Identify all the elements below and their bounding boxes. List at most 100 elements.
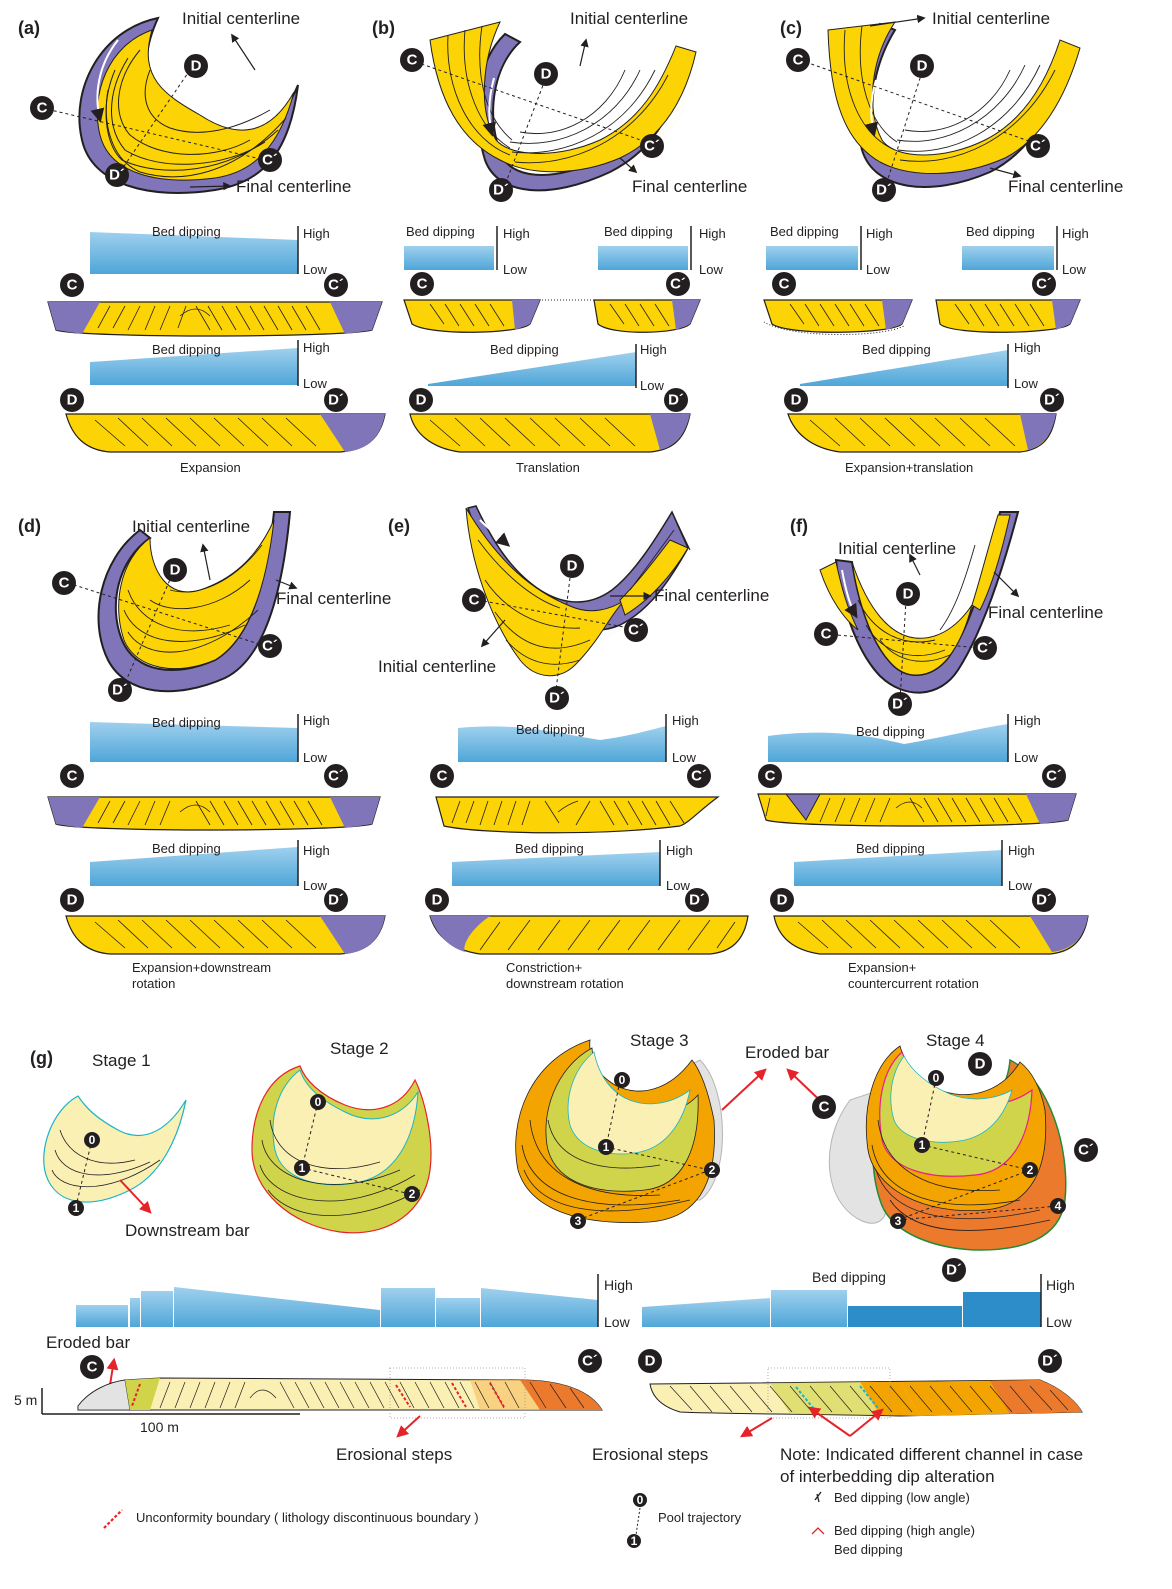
svg-text:D´: D´: [549, 690, 565, 707]
svg-text:Bed dipping: Bed dipping: [862, 342, 931, 357]
svg-text:C: C: [67, 768, 78, 785]
svg-text:0: 0: [315, 1095, 322, 1109]
svg-text:D: D: [975, 1056, 986, 1073]
svg-text:D: D: [645, 1353, 656, 1370]
svg-text:0: 0: [89, 1133, 96, 1147]
pool-point-0: 0: [84, 1132, 100, 1148]
panel-a-cs-d: D: [60, 388, 84, 412]
svg-text:High: High: [604, 1277, 633, 1293]
panel-f-caption-1: Expansion+: [848, 960, 916, 975]
panel-d-caption-1: Expansion+downstream: [132, 960, 271, 975]
svg-text:C´: C´: [644, 138, 660, 155]
svg-text:Low: Low: [303, 750, 327, 765]
panel-a-initial-label: Initial centerline: [182, 9, 300, 28]
panel-b-letter: (b): [372, 18, 395, 38]
svg-text:C´: C´: [262, 638, 278, 655]
svg-text:Bed dipping: Bed dipping: [966, 224, 1035, 239]
svg-text:High: High: [1014, 713, 1041, 728]
stage-4-bar: 0 1 2 3 4 D C C´ D´: [812, 1046, 1098, 1282]
svg-text:C´: C´: [1078, 1142, 1094, 1159]
svg-text:1: 1: [299, 1161, 306, 1175]
panel-f: (f) C C´ D D´ Initial centerline Final c…: [758, 512, 1103, 991]
svg-text:High: High: [1008, 843, 1035, 858]
svg-text:C: C: [407, 52, 418, 69]
svg-text:High: High: [1062, 226, 1089, 241]
svg-text:C: C: [37, 100, 48, 117]
svg-text:D´: D´: [946, 1262, 962, 1279]
panel-g: (g) Stage 1 Stage 2 Stage 3 Stage 4 0 1 …: [14, 1031, 1098, 1486]
g-dd-dip-bars: Bed dipping High Low: [642, 1269, 1075, 1330]
svg-text:Low: Low: [699, 262, 723, 277]
svg-text:D: D: [416, 392, 427, 409]
erosional-steps-label-1: Erosional steps: [336, 1445, 452, 1464]
svg-text:Low: Low: [303, 878, 327, 893]
svg-text:D´: D´: [493, 182, 509, 199]
panel-c: (c) C C´ D D´ Initial centerline Final c…: [764, 9, 1123, 475]
svg-text:Low: Low: [1062, 262, 1086, 277]
stage-2-bar: 0 1 2: [252, 1066, 431, 1233]
panel-e-cc-section: [436, 797, 718, 833]
panel-b-caption: Translation: [516, 460, 580, 475]
svg-text:Low: Low: [1008, 878, 1032, 893]
pool-point-1: 1: [68, 1200, 84, 1216]
stage-4-label: Stage 4: [926, 1031, 985, 1050]
panel-e-initial-label: Initial centerline: [378, 657, 496, 676]
svg-text:C: C: [67, 277, 78, 294]
svg-text:C: C: [417, 276, 428, 293]
svg-text:D´: D´: [1044, 392, 1060, 409]
g-cc-dip-bars: High Low: [76, 1274, 633, 1330]
panel-a-marker-dp: D´: [105, 163, 129, 187]
legend-dip-high-label: Bed dipping (high angle): [834, 1523, 975, 1538]
panel-a-marker-cp: C´: [258, 148, 282, 172]
panel-c-letter: (c): [780, 18, 802, 38]
panel-b-marker-c: C: [400, 48, 424, 72]
svg-text:D´: D´: [328, 892, 344, 909]
g-dd-section: D D´ Erosional steps Note: Indicated dif…: [592, 1349, 1083, 1486]
svg-text:High: High: [866, 226, 893, 241]
panel-f-final-label: Final centerline: [988, 603, 1103, 622]
panel-e-final-label: Final centerline: [654, 586, 769, 605]
panel-e: (e) C C´ D D´ Final centerline Initial c…: [378, 506, 769, 991]
panel-a-marker-c: C: [30, 96, 54, 120]
legend-unconformity-swatch: [104, 1510, 122, 1528]
panel-a-caption: Expansion: [180, 460, 241, 475]
svg-text:Bed dipping: Bed dipping: [604, 224, 673, 239]
panel-c-initial-label: Initial centerline: [932, 9, 1050, 28]
svg-text:2: 2: [1027, 1163, 1034, 1177]
svg-text:D´: D´: [892, 696, 908, 713]
svg-text:3: 3: [575, 1214, 582, 1228]
svg-text:D: D: [791, 392, 802, 409]
svg-text:D´: D´: [668, 392, 684, 409]
panel-c-final-label: Final centerline: [1008, 177, 1123, 196]
svg-text:0: 0: [637, 1493, 644, 1507]
svg-text:High: High: [640, 342, 667, 357]
svg-text:D: D: [191, 58, 202, 75]
svg-text:C´: C´: [328, 768, 344, 785]
svg-text:High: High: [1046, 1277, 1075, 1293]
svg-text:D´: D´: [112, 682, 128, 699]
svg-text:Bed dipping: Bed dipping: [770, 224, 839, 239]
svg-text:D: D: [67, 892, 78, 909]
stage-3-label: Stage 3: [630, 1031, 689, 1050]
svg-text:D: D: [170, 562, 181, 579]
svg-text:D´: D´: [1036, 892, 1052, 909]
svg-text:Low: Low: [604, 1314, 631, 1330]
svg-text:Bed dipping: Bed dipping: [406, 224, 475, 239]
svg-text:Low: Low: [503, 262, 527, 277]
panel-a-cc-section: [48, 302, 382, 336]
svg-text:C: C: [819, 1099, 830, 1116]
legend-dip-label: Bed dipping: [834, 1542, 903, 1557]
svg-text:1: 1: [73, 1201, 80, 1215]
panel-e-letter: (e): [388, 516, 410, 536]
svg-text:D: D: [67, 392, 78, 409]
svg-text:Bed dipping: Bed dipping: [856, 841, 925, 856]
svg-text:D: D: [777, 892, 788, 909]
downstream-bar-label: Downstream bar: [125, 1221, 250, 1240]
legend: Unconformity boundary ( lithology discon…: [104, 1490, 975, 1557]
svg-text:Bed dipping: Bed dipping: [516, 722, 585, 737]
svg-text:C: C: [59, 575, 70, 592]
svg-text:High: High: [699, 226, 726, 241]
svg-text:Low: Low: [1014, 376, 1038, 391]
eroded-bar-label-top: Eroded bar: [745, 1043, 829, 1062]
